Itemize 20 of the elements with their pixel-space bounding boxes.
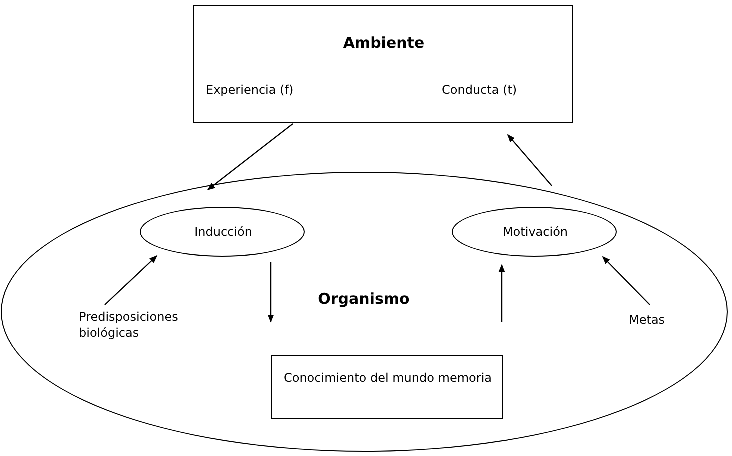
process-ellipse	[140, 207, 305, 257]
arrow	[507, 134, 552, 186]
arrow	[207, 124, 294, 190]
memory-box	[271, 355, 503, 419]
arrow	[268, 262, 274, 323]
text-label: Metas	[629, 312, 666, 328]
organism-ellipse	[1, 172, 728, 452]
node-label: Inducción	[194, 225, 252, 239]
arrow	[104, 255, 158, 306]
box-heading: Ambiente	[343, 34, 425, 52]
node-label: Motivación	[502, 225, 568, 239]
box-text: Conducta (t)	[442, 83, 518, 97]
box-text: Conocimiento del mundo memoria	[284, 371, 492, 385]
environment-box	[193, 5, 573, 123]
arrow	[602, 256, 650, 306]
box-text: Experiencia (f)	[206, 83, 294, 97]
text-label: Predisposiciones biológicas	[79, 309, 199, 342]
ellipse-heading: Organismo	[318, 290, 410, 308]
process-ellipse	[452, 207, 617, 257]
arrow	[498, 264, 506, 322]
